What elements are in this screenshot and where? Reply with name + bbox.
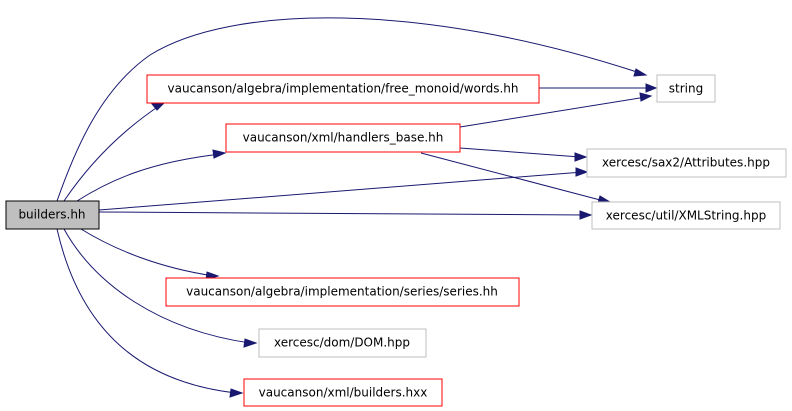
edge-builders-to-string bbox=[56, 17, 648, 202]
node-label: vaucanson/algebra/implementation/series/… bbox=[186, 285, 498, 299]
node-words-hh[interactable]: vaucanson/algebra/implementation/free_mo… bbox=[146, 74, 540, 104]
node-builders-hxx[interactable]: vaucanson/xml/builders.hxx bbox=[243, 378, 443, 407]
edge-builders-to-words bbox=[63, 101, 167, 202]
external-node-box bbox=[591, 201, 781, 230]
edge-builders-to-xmlstring bbox=[98, 210, 593, 220]
internal-node-box bbox=[165, 277, 520, 307]
node-label: vaucanson/xml/builders.hxx bbox=[259, 386, 428, 400]
node-label: string bbox=[669, 82, 703, 96]
edge-words-to-string bbox=[539, 83, 658, 93]
internal-node-box bbox=[146, 74, 540, 104]
node-series-hh[interactable]: vaucanson/algebra/implementation/series/… bbox=[165, 277, 520, 307]
internal-node-box bbox=[243, 378, 443, 407]
external-node-box bbox=[656, 74, 716, 103]
node-label: xercesc/sax2/Attributes.hpp bbox=[602, 156, 770, 170]
node-dom-hpp[interactable]: xercesc/dom/DOM.hpp bbox=[258, 328, 427, 358]
node-label: xercesc/util/XMLString.hpp bbox=[606, 209, 766, 223]
external-node-box bbox=[586, 148, 787, 178]
edge-handlers-base-to-xmlstring bbox=[420, 152, 612, 204]
node-string[interactable]: string bbox=[656, 74, 716, 103]
node-attributes-hpp[interactable]: xercesc/sax2/Attributes.hpp bbox=[586, 148, 787, 178]
node-handlers-base-hh[interactable]: vaucanson/xml/handlers_base.hh bbox=[225, 123, 461, 153]
node-xmlstring-hpp[interactable]: xercesc/util/XMLString.hpp bbox=[591, 201, 781, 230]
node-builders-hh[interactable]: builders.hh bbox=[5, 200, 100, 230]
edge-builders-to-series bbox=[80, 228, 220, 281]
edge-builders-to-handlers-base bbox=[76, 149, 227, 202]
edge-builders-to-builders-hxx bbox=[56, 228, 244, 398]
node-label: vaucanson/algebra/implementation/free_mo… bbox=[167, 82, 518, 96]
node-label: xercesc/dom/DOM.hpp bbox=[274, 336, 410, 350]
node-label: builders.hh bbox=[18, 208, 85, 222]
edge-handlers-base-to-attributes bbox=[459, 147, 588, 162]
root-node-box bbox=[5, 200, 100, 230]
edge-handlers-base-to-string bbox=[459, 92, 653, 128]
node-label: vaucanson/xml/handlers_base.hh bbox=[243, 131, 444, 145]
edge-builders-to-attributes bbox=[98, 167, 589, 211]
external-node-box bbox=[258, 328, 427, 358]
internal-node-box bbox=[225, 123, 461, 153]
edge-builders-to-dom bbox=[63, 228, 258, 348]
